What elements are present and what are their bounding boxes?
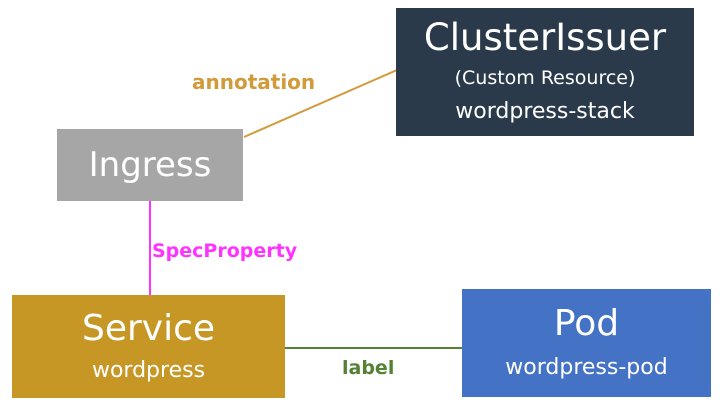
clusterissuer-node: ClusterIssuer (Custom Resource) wordpres… — [396, 8, 694, 136]
service-node: Service wordpress — [12, 295, 285, 398]
clusterissuer-name: wordpress-stack — [455, 99, 635, 124]
pod-node: Pod wordpress-pod — [462, 289, 711, 397]
ingress-node: Ingress — [57, 129, 243, 201]
annotation-connector — [243, 69, 398, 138]
ingress-title: Ingress — [88, 145, 212, 185]
clusterissuer-title: ClusterIssuer — [423, 16, 667, 59]
specproperty-edge-label: SpecProperty — [152, 240, 298, 262]
pod-name: wordpress-pod — [505, 355, 668, 380]
service-title: Service — [81, 307, 216, 349]
label-edge-label: label — [342, 357, 395, 379]
annotation-edge-label: annotation — [192, 70, 316, 94]
service-name: wordpress — [91, 357, 206, 383]
pod-title: Pod — [553, 303, 620, 344]
clusterissuer-subtitle: (Custom Resource) — [454, 67, 636, 89]
